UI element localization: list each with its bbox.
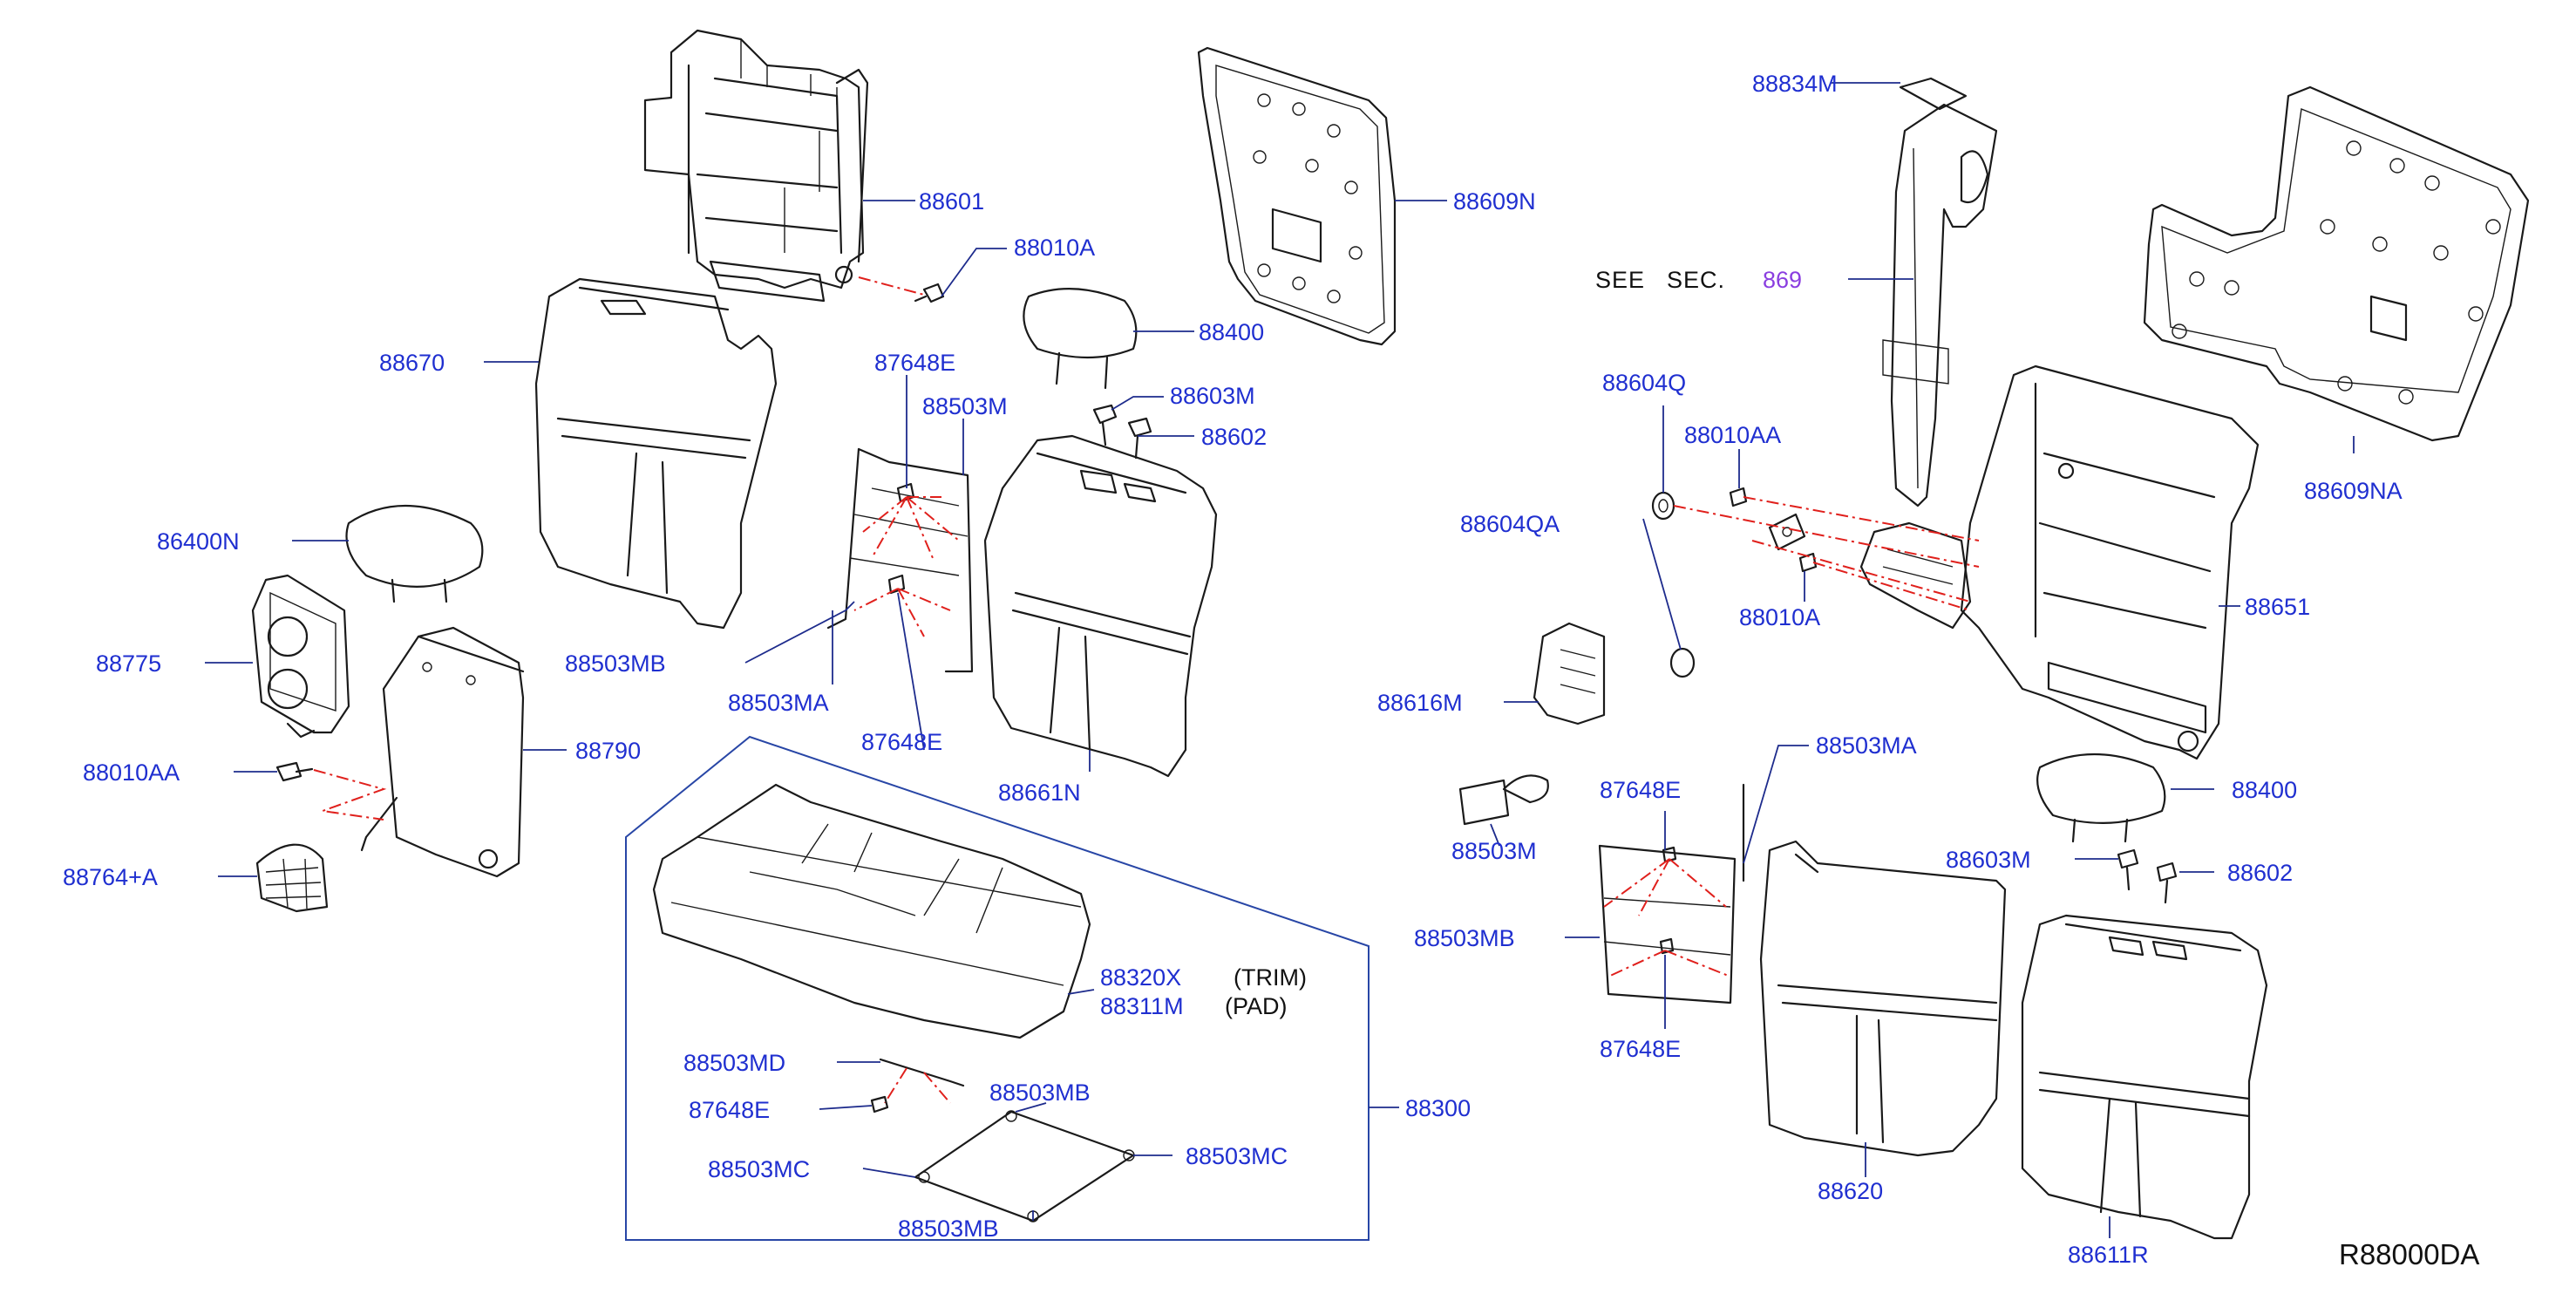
- cap-88604QA: [1669, 647, 1696, 678]
- label-88834M[interactable]: 88834M: [1752, 71, 1838, 97]
- seat-back-trim-88620: [1759, 840, 2007, 1157]
- seat-back-board-88609N: [1197, 46, 1397, 346]
- armrest-housing-88775: [251, 574, 350, 739]
- label-pad: (PAD): [1225, 993, 1288, 1019]
- label-88503MB-c1[interactable]: 88503MB: [989, 1079, 1091, 1106]
- label-88010AA-right[interactable]: 88010AA: [1684, 422, 1781, 448]
- label-88503MC-b[interactable]: 88503MC: [1186, 1143, 1288, 1169]
- label-88503MB-left[interactable]: 88503MB: [565, 650, 666, 677]
- label-87648E-b[interactable]: 87648E: [861, 729, 942, 755]
- bolt-88010AA-right: [1729, 487, 1806, 551]
- label-88603M-left[interactable]: 88603M: [1170, 383, 1255, 409]
- label-88503MB-right[interactable]: 88503MB: [1414, 925, 1515, 951]
- seat-back-board-88609NA: [2143, 85, 2530, 442]
- dash-lines-right-frame: [1673, 496, 1980, 611]
- label-88602-left[interactable]: 88602: [1201, 424, 1267, 450]
- label-87648E-e[interactable]: 87648E: [1600, 1036, 1681, 1062]
- seat-back-frame-88651: [1859, 364, 2260, 760]
- label-88010A-left[interactable]: 88010A: [1014, 235, 1095, 261]
- label-88400-left[interactable]: 88400: [1199, 319, 1264, 345]
- label-87648E-d[interactable]: 87648E: [1600, 777, 1681, 803]
- label-88616M[interactable]: 88616M: [1377, 690, 1463, 716]
- label-87648E-c[interactable]: 87648E: [689, 1097, 770, 1123]
- seat-cushion-88320X: [652, 783, 1091, 1039]
- clip-88602-right: [2156, 862, 2178, 904]
- label-88651[interactable]: 88651: [2245, 594, 2310, 620]
- label-88503MA-left[interactable]: 88503MA: [728, 690, 829, 716]
- label-88611R[interactable]: 88611R: [2068, 1242, 2149, 1268]
- label-88790[interactable]: 88790: [575, 738, 641, 764]
- label-88620[interactable]: 88620: [1818, 1178, 1883, 1204]
- wire-frame-88503M-left: [826, 447, 974, 673]
- seat-belt-88834M: [1882, 77, 1998, 507]
- armrest-88790: [360, 626, 525, 878]
- see-prefix: SEE: [1595, 267, 1645, 293]
- label-88601[interactable]: 88601: [919, 188, 984, 215]
- label-88010AA-left[interactable]: 88010AA: [83, 759, 180, 786]
- leader-lines: [205, 82, 2355, 1238]
- label-88503MA-right[interactable]: 88503MA: [1816, 732, 1917, 759]
- diagram-code: R88000DA: [2339, 1238, 2479, 1270]
- label-88609N[interactable]: 88609N: [1453, 188, 1536, 215]
- bracket-88616M: [1533, 622, 1606, 725]
- clip-88603M-right: [2117, 848, 2139, 891]
- wire-88503MD: [870, 1058, 965, 1114]
- label-88300[interactable]: 88300: [1405, 1095, 1471, 1121]
- head-restraint-86400N: [345, 505, 484, 603]
- see-word: SEC.: [1667, 267, 1725, 293]
- label-88603M-right[interactable]: 88603M: [1946, 847, 2031, 873]
- label-trim: (TRIM): [1234, 964, 1307, 991]
- seat-back-trim-88670: [534, 277, 778, 630]
- label-88609NA[interactable]: 88609NA: [2304, 478, 2403, 504]
- bolt-88010A-right: [1798, 552, 1818, 573]
- label-88311M[interactable]: 88311M: [1100, 993, 1184, 1019]
- label-88503M-right[interactable]: 88503M: [1451, 838, 1537, 864]
- clip-88603M-left: [1092, 404, 1118, 446]
- label-88503MD[interactable]: 88503MD: [683, 1050, 785, 1076]
- label-88604Q[interactable]: 88604Q: [1602, 370, 1686, 396]
- cup-holder-88764A: [255, 843, 329, 913]
- grommet-88604Q: [1651, 491, 1675, 521]
- head-restraint-88400-right: [2036, 753, 2166, 843]
- label-88400-right[interactable]: 88400: [2232, 777, 2297, 803]
- section-link-869[interactable]: 869: [1763, 267, 1802, 293]
- label-88602-right[interactable]: 88602: [2227, 860, 2293, 886]
- label-88503MC-a[interactable]: 88503MC: [708, 1156, 810, 1182]
- label-88670[interactable]: 88670: [379, 350, 445, 376]
- label-88604QA[interactable]: 88604QA: [1460, 511, 1560, 537]
- seat-back-88611R: [2021, 914, 2268, 1240]
- label-88775[interactable]: 88775: [96, 650, 161, 677]
- label-88764A[interactable]: 88764+A: [63, 864, 158, 890]
- label-87648E-a[interactable]: 87648E: [874, 350, 955, 376]
- wire-frame-88503MA-right: [1598, 783, 1745, 1005]
- part-labels: 88601 88010A 88609N 88670 88400 87648E 8…: [63, 71, 2479, 1270]
- bolt-88010A-left: [858, 276, 945, 303]
- label-88503MB-c2[interactable]: 88503MB: [898, 1216, 999, 1242]
- head-restraint-88400-left: [1023, 288, 1138, 390]
- label-88320X[interactable]: 88320X: [1100, 964, 1181, 991]
- label-88661N[interactable]: 88661N: [998, 780, 1081, 806]
- label-86400N[interactable]: 86400N: [157, 528, 240, 555]
- label-88010A-right[interactable]: 88010A: [1739, 604, 1820, 630]
- buckle-88503M-right: [1458, 774, 1549, 826]
- seat-cushion-group-box: [625, 735, 1370, 1241]
- label-88503M-left[interactable]: 88503M: [922, 393, 1008, 419]
- seat-back-88661N: [983, 434, 1218, 778]
- seat-back-frame-left: [643, 29, 869, 303]
- clip-88602-left: [1127, 417, 1152, 460]
- bolt-88010AA-left: [275, 761, 387, 821]
- wire-panel-88503MB: [914, 1110, 1135, 1222]
